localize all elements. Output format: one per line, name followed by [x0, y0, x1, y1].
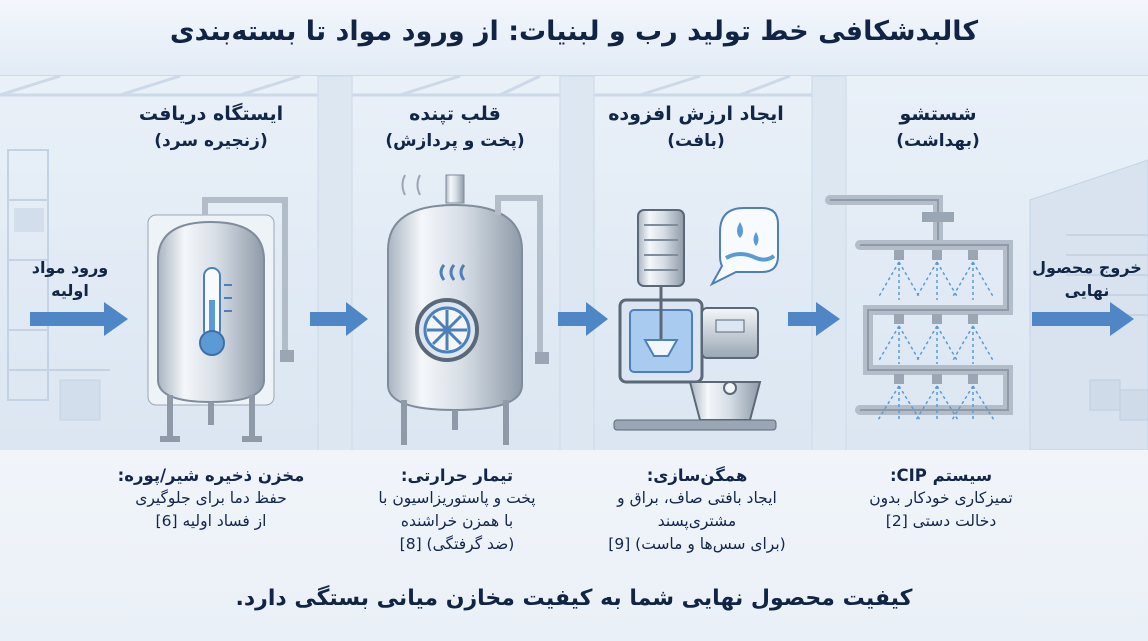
stage-2-title: قلب تپنده	[409, 103, 501, 125]
stage-2-desc-line: پخت و پاستوریزاسیون با	[378, 489, 536, 507]
stage-4-title: شستشو	[899, 103, 977, 125]
homogenizer-mixer-icon	[613, 207, 779, 431]
stage-4-subtitle: (بهداشت)	[896, 131, 980, 151]
stage-2-desc-title: تیمار حرارتی:	[400, 466, 514, 485]
stage-4-desc-title: سیستم CIP:	[889, 466, 993, 485]
stage-3-desc-line: مشتری‌پسند	[657, 512, 737, 530]
stage-3-description: همگن‌سازی: ایجاد بافتی صاف، براق و مشتری…	[592, 464, 802, 556]
input-label-line-1: ورود مواد	[31, 258, 109, 277]
stage-4-desc-line: تمیزکاری خودکار بدون	[869, 489, 1013, 507]
stage-3-title: ایجاد ارزش افزوده	[608, 103, 784, 125]
page-title: کالبدشکافی خط تولید رب و لبنیات: از ورود…	[169, 16, 979, 47]
stage-4-header: شستشو (بهداشت)	[838, 100, 1038, 154]
stage-2-header: قلب تپنده (پخت و پردازش)	[355, 100, 555, 154]
stage-3-header: ایجاد ارزش افزوده (بافت)	[596, 100, 796, 154]
stage-1-desc-line: حفظ دما برای جلوگیری	[135, 489, 287, 507]
storage-tank-thermometer-icon	[147, 197, 294, 442]
stage-2-desc-line: با همزن خراشنده	[400, 512, 514, 530]
output-label-line-2: نهایی	[1064, 281, 1110, 300]
cooking-kettle-agitator-icon	[387, 174, 549, 445]
stage-3-subtitle: (بافت)	[667, 131, 725, 151]
output-arrow	[1032, 302, 1134, 336]
stage-1-description: مخزن ذخیره شیر/پوره: حفظ دما برای جلوگیر…	[106, 464, 316, 533]
stage-2-subtitle: (پخت و پردازش)	[385, 131, 525, 151]
stage-4-description: سیستم CIP: تمیزکاری خودکار بدون دخالت دس…	[836, 464, 1046, 533]
input-arrow	[30, 302, 128, 336]
flow-arrow-2	[558, 302, 608, 336]
stage-2-desc-line: (ضد گرفتگی) [8]	[399, 535, 515, 553]
footer-tagline: کیفیت محصول نهایی شما به کیفیت مخازن میا…	[235, 586, 913, 611]
output-label: خروج محصول نهایی	[1032, 256, 1142, 302]
floor	[0, 450, 1148, 641]
input-label-line-2: اولیه	[51, 281, 89, 300]
stage-2-description: تیمار حرارتی: پخت و پاستوریزاسیون با با …	[352, 464, 562, 556]
stage-4-desc-line: دخالت دستی [2]	[885, 512, 997, 530]
input-label: ورود مواد اولیه	[20, 256, 120, 302]
stage-1-subtitle: (زنجیره سرد)	[154, 131, 268, 151]
stage-1-title: ایستگاه دریافت	[138, 103, 284, 125]
stage-1-desc-line: از فساد اولیه [6]	[155, 512, 267, 530]
stage-3-desc-line: (برای سس‌ها و ماست) [9]	[608, 535, 786, 553]
stage-1-header: ایستگاه دریافت (زنجیره سرد)	[111, 100, 311, 154]
flow-arrow-1	[310, 302, 368, 336]
flow-arrow-3	[788, 302, 840, 336]
cip-spray-pipes-icon	[825, 195, 1013, 422]
stage-3-desc-title: همگن‌سازی:	[646, 466, 748, 485]
output-label-line-1: خروج محصول	[1032, 258, 1142, 277]
stage-3-desc-line: ایجاد بافتی صاف، براق و	[617, 489, 777, 507]
stage-1-desc-title: مخزن ذخیره شیر/پوره:	[117, 466, 305, 485]
